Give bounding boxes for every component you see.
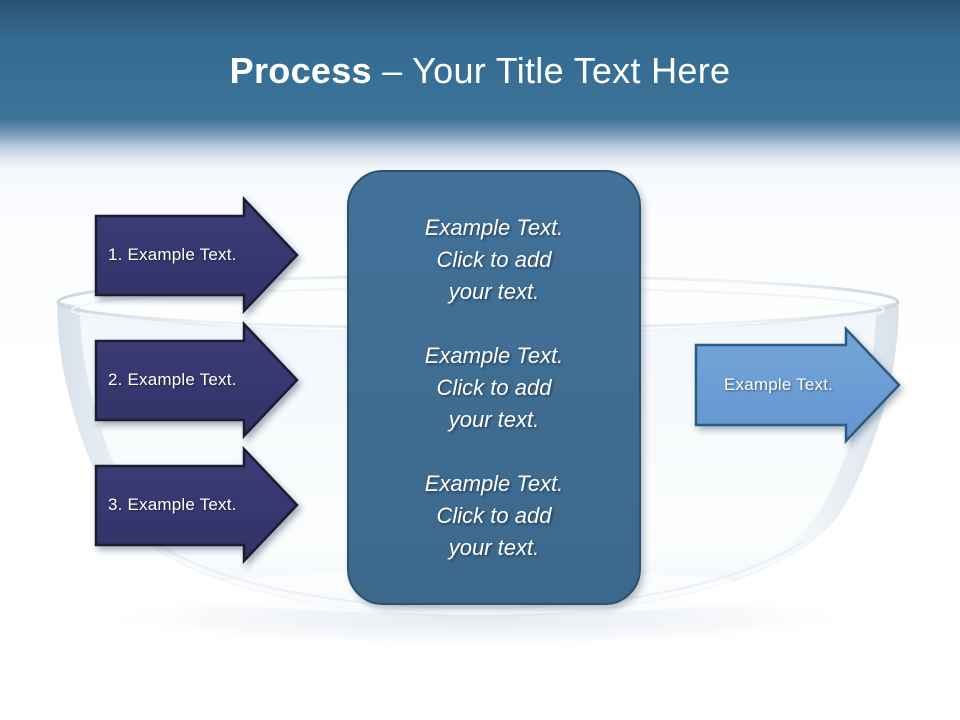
left-arrow-1-label: 1. Example Text.	[108, 245, 237, 264]
left-arrow-1-shape[interactable]	[94, 195, 299, 315]
right-arrow-label: Example Text.	[724, 375, 834, 394]
center-panel-block-3: Example Text. Click to add your text.	[424, 470, 564, 560]
center-panel-block-1: Example Text. Click to add your text.	[424, 214, 564, 304]
left-arrow-2-shape[interactable]	[94, 320, 299, 440]
center-panel[interactable]: Example Text. Click to add your text. Ex…	[347, 170, 641, 605]
center-panel-block-2: Example Text. Click to add your text.	[424, 342, 564, 432]
background-sky-gradient	[0, 0, 960, 170]
left-arrow-3-shape[interactable]	[94, 445, 299, 565]
left-arrow-3-label: 3. Example Text.	[108, 495, 237, 514]
right-arrow-shape[interactable]	[694, 325, 901, 445]
left-arrow-2-label: 2. Example Text.	[108, 370, 237, 389]
title-rest-part: – Your Title Text Here	[371, 50, 731, 91]
title-bold-part: Process	[229, 50, 372, 91]
slide-title: Process – Your Title Text Here	[0, 50, 960, 92]
